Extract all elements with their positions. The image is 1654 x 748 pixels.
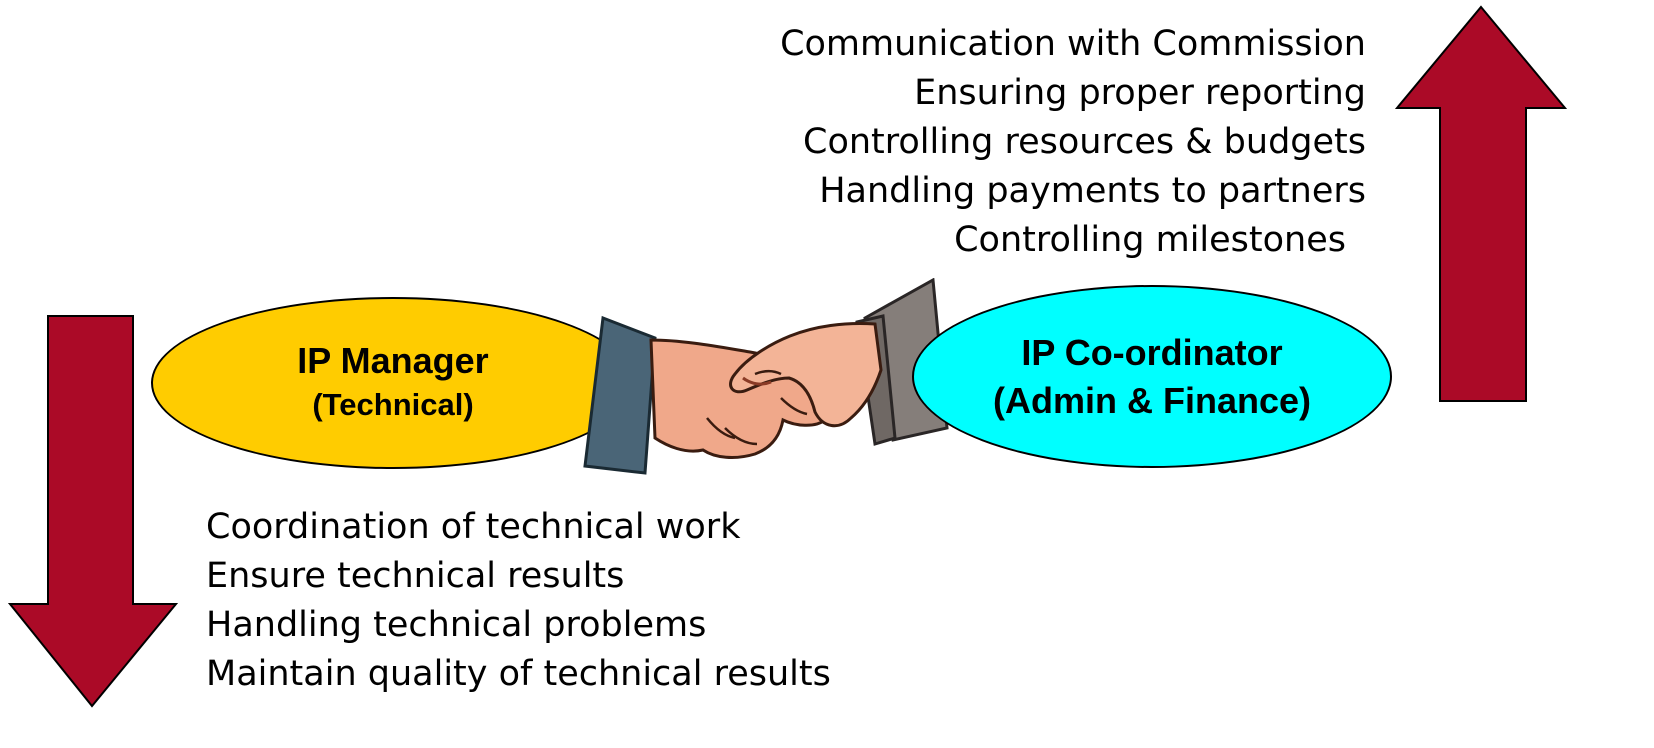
coordinator-duty-item: Handling payments to partners — [819, 171, 1366, 211]
ip-coordinator-title: IP Co-ordinator — [1021, 331, 1283, 373]
coordinator-duty-item: Ensuring proper reporting — [914, 73, 1366, 113]
knuckle-shadows — [742, 376, 772, 386]
arrow-up-icon — [1395, 5, 1567, 402]
left-sleeve — [583, 315, 657, 475]
ip-manager-subtitle: (Technical) — [312, 387, 474, 422]
ip-manager-title: IP Manager — [297, 340, 489, 381]
manager-duties-list: Coordination of technical work Ensure te… — [206, 503, 831, 699]
coordinator-duty-item: Communication with Commission — [780, 24, 1366, 64]
ip-coordinator-subtitle: (Admin & Finance) — [992, 379, 1311, 421]
arrow-down-shape — [8, 315, 178, 708]
manager-duty-item: Coordination of technical work — [206, 507, 741, 547]
handshake-icon — [583, 278, 949, 475]
manager-duty-item: Handling technical problems — [206, 605, 707, 645]
coordinator-duties-list: Communication with Commission Ensuring p… — [780, 20, 1366, 265]
finger-lines — [706, 369, 808, 446]
ip-manager-node: IP Manager (Technical) — [151, 297, 635, 469]
manager-duty-item: Ensure technical results — [206, 556, 625, 596]
arrow-up-shape — [1395, 5, 1567, 402]
arrow-down-icon — [8, 315, 178, 708]
ip-coordinator-node: IP Co-ordinator (Admin & Finance) — [912, 285, 1392, 468]
manager-duty-item: Maintain quality of technical results — [206, 654, 831, 694]
coordinator-duty-item: Controlling milestones — [954, 220, 1346, 260]
coordinator-duty-item: Controlling resources & budgets — [803, 122, 1366, 162]
